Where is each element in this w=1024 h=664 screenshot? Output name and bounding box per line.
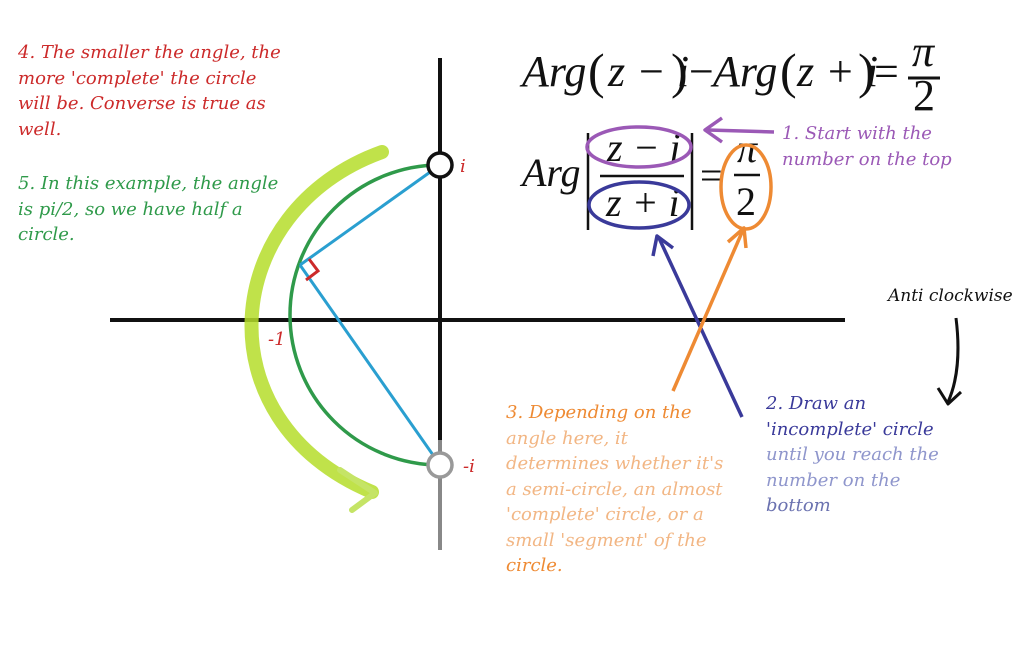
navy-arrow-head <box>651 234 675 257</box>
locus-semicircle-arc <box>288 163 441 467</box>
note-2-draw-circle: 2. Draw an 'incomplete' circle until you… <box>766 391 939 519</box>
eq1-minus: − <box>689 47 714 96</box>
anti-clockwise-label: Anti clockwise <box>888 286 1013 306</box>
eq1-open-paren: ( <box>588 43 605 99</box>
right-angle-marker <box>305 258 321 282</box>
anticlockwise-sweep-arrow <box>244 145 389 499</box>
angle-highlight-ellipse <box>719 143 773 231</box>
orange-arrow-head <box>726 226 748 249</box>
label-i: i <box>460 156 466 177</box>
note-2-line-1: 2. Draw an <box>766 393 867 414</box>
point-minus-i-circle <box>426 451 454 479</box>
note-3-angle-determines: 3. Depending on the angle here, it deter… <box>506 400 723 579</box>
eq2-pi: π <box>737 126 758 171</box>
chord-to-minus-i <box>298 264 442 466</box>
numerator-highlight-ellipse <box>585 125 693 169</box>
eq1-pi: π <box>912 27 936 76</box>
eq1-close-paren-2: ) <box>858 43 875 99</box>
note-3-line-2: angle here, it <box>506 427 628 449</box>
equation-line-2: Arg z − i z + i = π 2 <box>519 125 760 230</box>
note-3-line-4: a semi-circle, an almost <box>506 478 723 500</box>
eq1-two: 2 <box>913 71 935 120</box>
note-4-smaller-angle: 4. The smaller the angle, the more 'comp… <box>18 42 281 140</box>
orange-arrow-shaft <box>671 229 745 392</box>
eq1-close-paren: ) <box>671 43 688 99</box>
sweep-arrow-head <box>337 467 378 513</box>
equation-line-1: Arg ( z − i ) − Arg ( z + i ) = π 2 <box>519 27 940 120</box>
label-minus-one: -1 <box>268 329 286 350</box>
note-2-line-3: until you reach the <box>766 444 939 465</box>
note-2-line-5: bottom <box>766 495 831 516</box>
anticlockwise-indicator-head <box>936 387 963 406</box>
point-i-circle <box>426 151 454 179</box>
purple-arrow-shaft <box>707 128 775 134</box>
note-3-line-7: circle. <box>506 555 563 576</box>
chord-to-i <box>299 163 441 267</box>
eq1-arg1: Arg <box>519 47 586 96</box>
anticlockwise-indicator-arrow <box>946 317 960 403</box>
note-3-line-1: 3. Depending on the <box>506 402 692 423</box>
purple-arrow-head <box>703 116 724 144</box>
eq2-two: 2 <box>736 179 756 224</box>
eq1-arg2: Arg <box>710 47 777 96</box>
note-3-line-3: determines whether it's <box>506 453 724 474</box>
denominator-highlight-ellipse <box>587 180 691 230</box>
note-3-line-6: small 'segment' of the <box>506 529 707 551</box>
note-2-line-4: number on the <box>766 469 901 491</box>
note-2-line-2: 'incomplete' circle <box>766 418 934 440</box>
eq1-z-plus-i: z + i <box>796 47 878 96</box>
eq1-equals: = <box>874 47 899 96</box>
eq2-arg: Arg <box>519 150 581 195</box>
note-3-line-5: 'complete' circle, or a <box>506 504 704 525</box>
eq2-equals: = <box>700 153 723 198</box>
label-minus-i: -i <box>463 456 475 477</box>
eq1-z-minus-i: z − i <box>607 47 689 96</box>
eq1-open-paren-2: ( <box>780 43 797 99</box>
note-1-start: 1. Start with the number on the top <box>782 123 952 170</box>
note-5-example: 5. In this example, the angle is pi/2, s… <box>18 173 279 245</box>
